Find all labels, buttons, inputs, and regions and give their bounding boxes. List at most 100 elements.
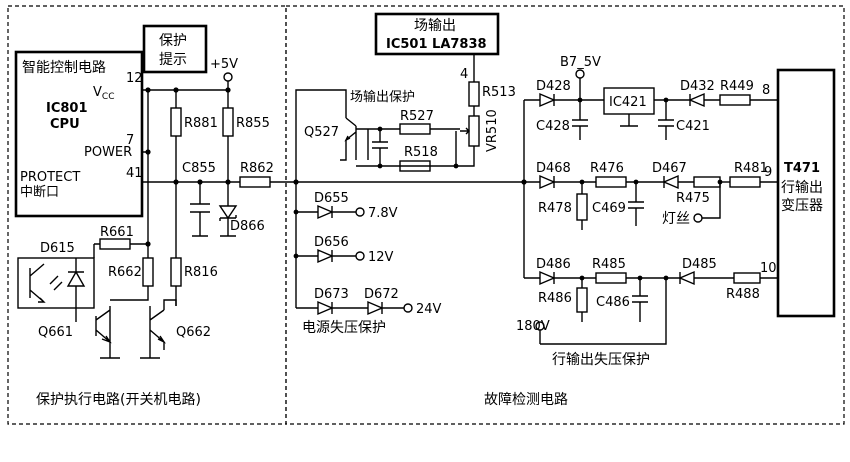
resistor-R481 [729, 176, 761, 188]
filament-label: 灯丝 [662, 211, 690, 227]
cpu-block: 智能控制电路 IC801 CPU VCC POWER PROTECT 中断口 1… [14, 50, 144, 218]
vcc-label: VCC [93, 85, 114, 102]
q527-collector-wire [295, 89, 347, 182]
t471-line1: 行输出 [781, 180, 823, 196]
resistor-R513 [468, 81, 480, 107]
D467-label: D467 [652, 161, 687, 176]
filament-wire [702, 182, 721, 219]
transistor-Q662 [149, 299, 177, 350]
R513-label: R513 [482, 85, 516, 100]
R485-label: R485 [592, 257, 626, 272]
vcc-rail [142, 81, 229, 108]
C469-label: C469 [592, 201, 626, 216]
diode-D655 [296, 204, 356, 220]
D615-label: D615 [40, 241, 75, 256]
field-protect-label: 场输出保护 [350, 89, 415, 105]
field-cap [372, 129, 388, 166]
R881-label: R881 [184, 116, 218, 131]
diode-D432 [654, 92, 720, 108]
C428-label: C428 [536, 119, 570, 134]
resistor-R881 [170, 107, 182, 137]
resistor-R486 [576, 287, 588, 313]
pin12-label: 12 [126, 71, 143, 86]
protect-prompt-box [142, 24, 208, 74]
resistor-R518 [399, 160, 431, 172]
diode-D468 [524, 174, 596, 190]
R527-label: R527 [400, 109, 434, 124]
v78-label: 7.8V [368, 206, 398, 221]
R488-label: R488 [726, 287, 760, 302]
VR510-label: VR510 [485, 109, 500, 152]
power-label: POWER [84, 145, 132, 160]
v180-label: 180V [516, 319, 550, 334]
resistor-R475 [693, 176, 721, 188]
resistor-R662 [142, 257, 154, 287]
resistor-R661 [99, 238, 131, 250]
resistor-R485 [595, 272, 627, 284]
zener-D866 [218, 182, 238, 237]
prompt-line2: 提示 [159, 52, 187, 68]
resistor-R855 [222, 107, 234, 137]
junction-dot [145, 241, 151, 247]
D655-label: D655 [314, 191, 349, 206]
diode-D656 [296, 248, 356, 264]
resistor-R478 [576, 193, 588, 221]
v24-label: 24V [416, 302, 442, 317]
D485-label: D485 [682, 257, 717, 272]
Q661-label: Q661 [38, 325, 73, 340]
psu-protect-label: 电源失压保护 [302, 320, 386, 336]
junction-dot [377, 163, 383, 169]
optocoupler-D615 [17, 257, 95, 309]
R662-label: R662 [108, 265, 142, 280]
junction-dot [377, 126, 383, 132]
diodes-D673-D672 [296, 300, 404, 316]
opto-phototransistor [29, 263, 46, 303]
capacitor-C486 [632, 278, 648, 322]
cpu-control-label: 智能控制电路 [22, 60, 106, 76]
t471-pin10: 10 [760, 261, 777, 276]
t471-box [776, 68, 836, 318]
diode-D486 [524, 270, 596, 286]
resistor-R816 [170, 257, 182, 287]
D486-label: D486 [536, 257, 571, 272]
terminal-24v [403, 303, 413, 313]
R855-label: R855 [236, 116, 270, 131]
r661-wire [93, 243, 148, 258]
plus5v-terminal [223, 72, 233, 82]
junction-dot [717, 179, 723, 185]
terminal-7v8 [355, 207, 365, 217]
q662-ground [140, 350, 160, 359]
C421-label: C421 [676, 119, 710, 134]
cpu-ic-label: IC801 [46, 101, 88, 116]
R478-label: R478 [538, 201, 572, 216]
D432-label: D432 [680, 79, 715, 94]
junction-dot [173, 87, 179, 93]
R475-label: R475 [676, 191, 710, 206]
opto-light-arrows [49, 275, 63, 291]
ic501-line2: IC501 LA7838 [386, 37, 487, 52]
capacitor-C469 [628, 182, 644, 226]
v12-label: 12V [368, 250, 394, 265]
vr510-wiper [460, 127, 470, 135]
pin41-label: 41 [126, 166, 143, 181]
resistor-R449 [719, 94, 751, 106]
resistor-R488 [733, 272, 761, 284]
D656-label: D656 [314, 235, 349, 250]
diode-D485 [678, 270, 734, 286]
R862-label: R862 [240, 161, 274, 176]
diode-D428 [524, 78, 604, 108]
interrupt-label: 中断口 [20, 185, 59, 200]
t471-pin9: 9 [764, 165, 772, 180]
capacitor-C428 [572, 100, 588, 140]
R518-label: R518 [404, 145, 438, 160]
potentiometer-VR510 [468, 115, 480, 147]
t471-pin8: 8 [762, 83, 770, 98]
t471-line2: 变压器 [781, 198, 823, 214]
junction-dot [225, 87, 231, 93]
R481-label: R481 [734, 161, 768, 176]
right-section-title: 故障检测电路 [484, 392, 568, 408]
ic501-pin4: 4 [460, 67, 468, 82]
D672-label: D672 [364, 287, 399, 302]
R476-label: R476 [590, 161, 624, 176]
